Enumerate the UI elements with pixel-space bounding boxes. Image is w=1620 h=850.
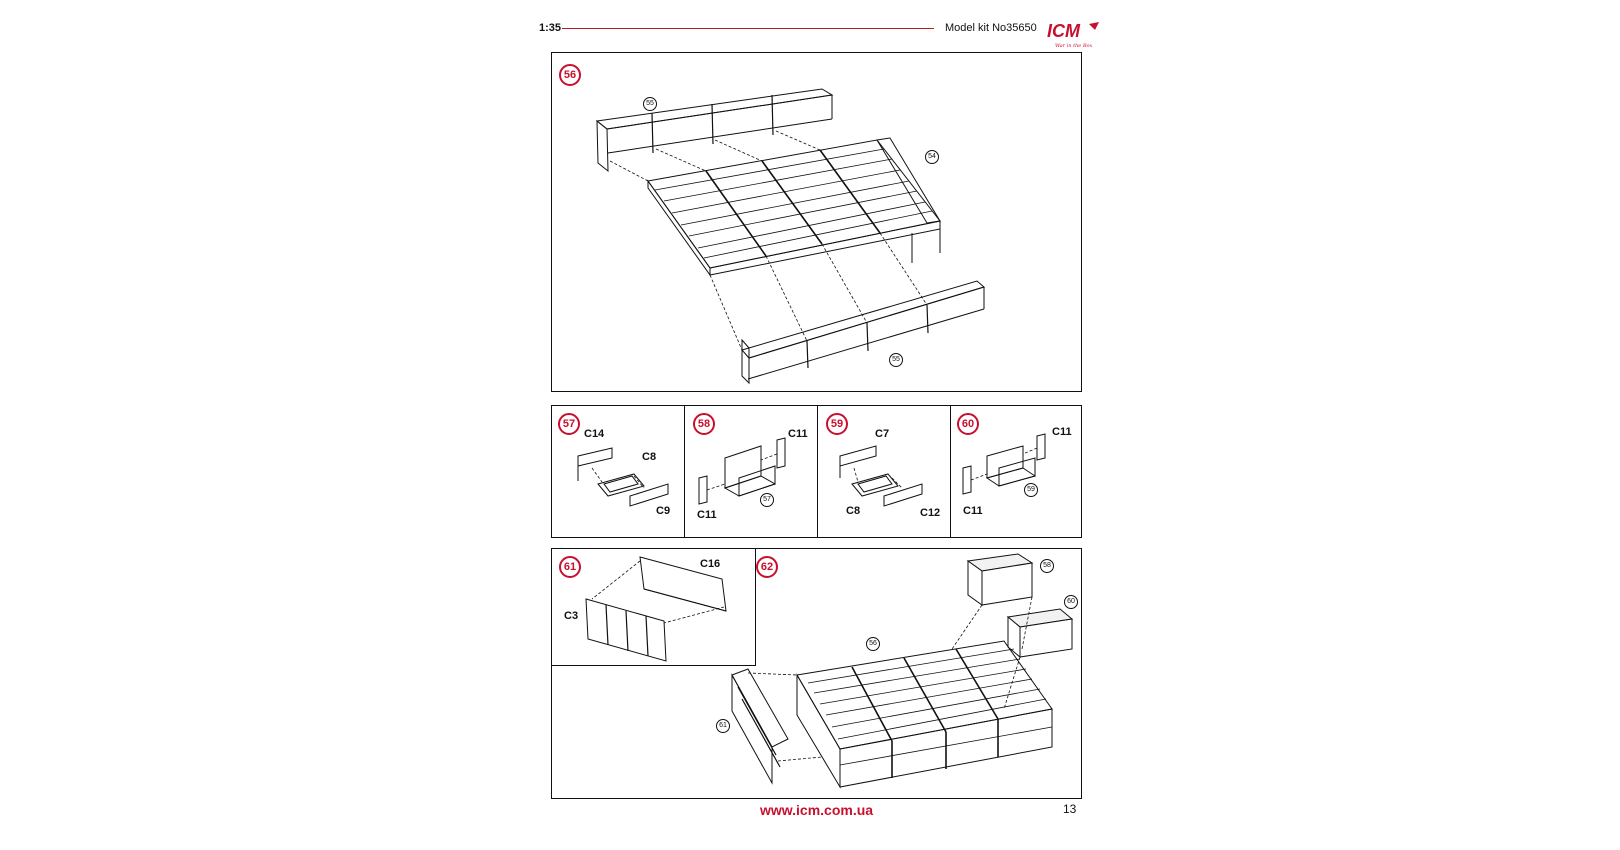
step-61-panel: 61 C16 C3 — [551, 548, 756, 666]
part-c9: C9 — [656, 505, 671, 517]
step-58-drawing — [698, 437, 786, 505]
step-57-badge: 57 — [558, 413, 580, 435]
logo-tagline: War in the Box — [1055, 43, 1093, 49]
ref-55-top: 55 — [643, 97, 657, 111]
header-rule — [562, 28, 934, 29]
step-58-panel: 58 C11 C11 57 — [684, 405, 818, 538]
step-59-badge: 59 — [826, 413, 848, 435]
step-62-badge: 62 — [756, 556, 778, 578]
part-c11-right: C11 — [788, 428, 808, 440]
logo-text: ICM — [1047, 21, 1081, 41]
part-c11-right: C11 — [1052, 426, 1072, 438]
step-60-badge: 60 — [957, 413, 979, 435]
ref-58: 58 — [1040, 559, 1054, 573]
ref-55-bottom: 55 — [889, 353, 903, 367]
ref-54: 54 — [925, 150, 939, 164]
step-59-drawing — [839, 445, 923, 507]
page-number: 13 — [1063, 802, 1077, 816]
step-60-panel: 60 C11 C11 59 — [950, 405, 1082, 538]
step-56-panel: 56 55 54 55 — [551, 52, 1082, 392]
part-c8: C8 — [846, 505, 861, 517]
ref-60: 60 — [1064, 595, 1078, 609]
part-c11-left: C11 — [963, 505, 983, 517]
kit-number: Model kit No35650 — [945, 22, 1037, 34]
step-57-drawing — [577, 447, 669, 507]
step-61-badge: 61 — [559, 556, 581, 578]
step-60-drawing — [962, 433, 1046, 495]
part-c12: C12 — [920, 507, 941, 519]
step-59-panel: 59 C7 C8 C12 — [817, 405, 951, 538]
ref-59: 59 — [1024, 483, 1038, 497]
part-c7: C7 — [875, 428, 890, 440]
website-link[interactable]: www.icm.com.ua — [760, 802, 874, 818]
ref-61: 61 — [716, 719, 730, 733]
part-c3: C3 — [564, 610, 579, 622]
step-61-drawing — [585, 556, 727, 662]
ref-56: 56 — [866, 637, 880, 651]
step-56-badge: 56 — [559, 64, 581, 86]
step-58-badge: 58 — [693, 413, 715, 435]
icm-logo: ICM War in the Box — [1047, 21, 1099, 49]
part-c16: C16 — [700, 558, 721, 570]
scale-label: 1:35 — [539, 22, 562, 34]
part-c14: C14 — [584, 428, 605, 440]
ref-57: 57 — [760, 493, 774, 507]
part-c8: C8 — [642, 451, 657, 463]
part-c11-left: C11 — [697, 509, 717, 521]
step-62-drawing — [731, 553, 1074, 789]
cargo-bed-drawing — [595, 88, 986, 385]
step-57-panel: 57 C14 C8 C9 — [551, 405, 685, 538]
